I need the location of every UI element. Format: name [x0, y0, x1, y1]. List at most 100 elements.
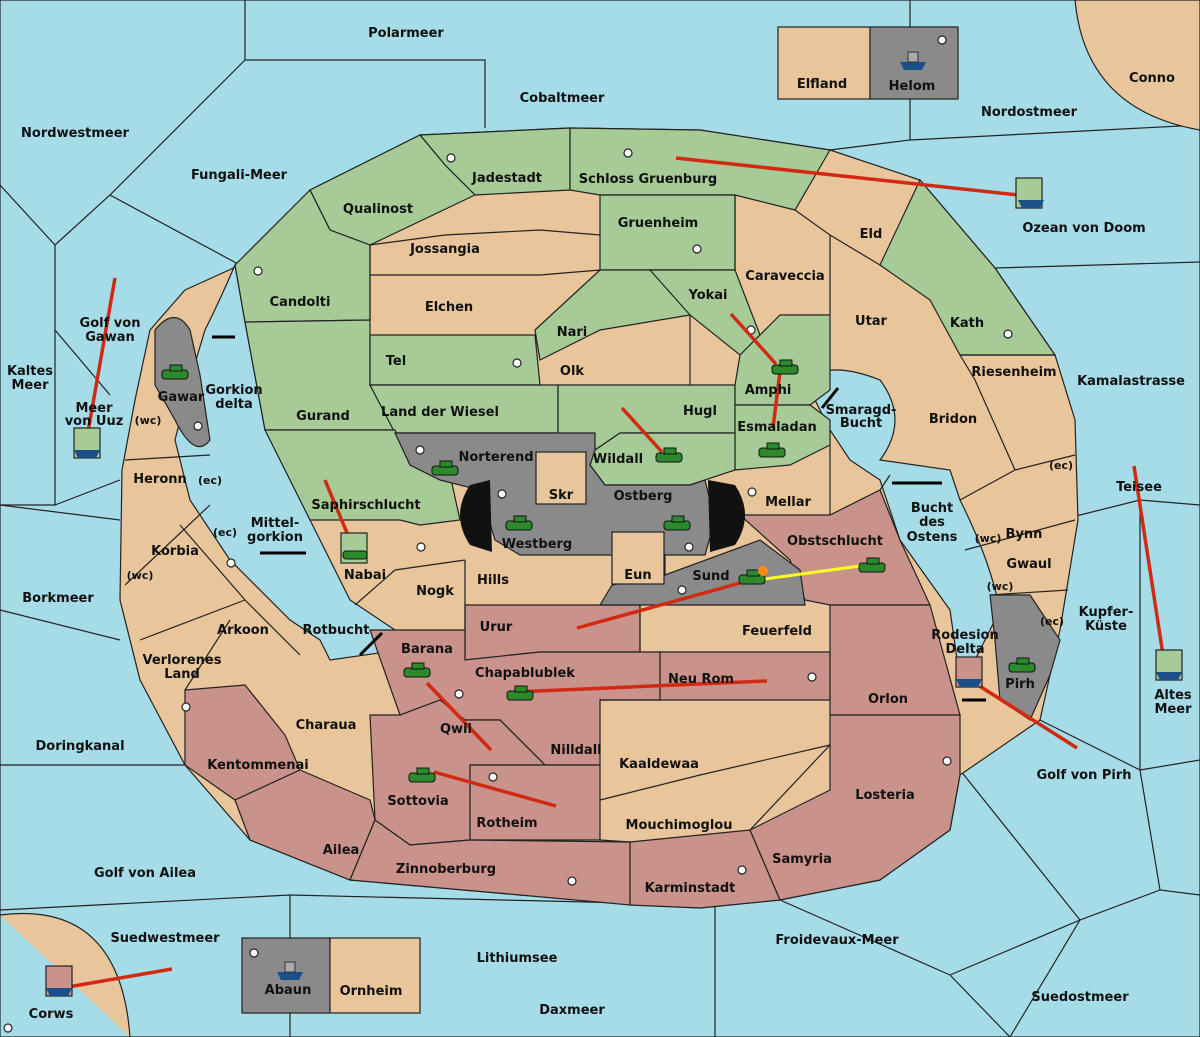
orders: [67, 156, 1165, 989]
label-uuz-1: Meer: [76, 401, 114, 416]
army-sund: [738, 566, 768, 585]
label-nogk: Nogk: [416, 584, 454, 599]
army-amphi: [771, 359, 799, 375]
label-bynn: Bynn: [1006, 527, 1043, 542]
label-qualinost: Qualinost: [343, 202, 413, 217]
coast-wc-gwaul: (wc): [987, 580, 1014, 593]
label-amphi: Amphi: [745, 383, 792, 398]
label-verlorenes-2: Land: [164, 667, 200, 682]
fleet-abaun: [277, 961, 303, 980]
label-gawar: Gawar: [158, 390, 205, 405]
label-neu-rom: Neu Rom: [668, 672, 734, 687]
label-kath: Kath: [950, 316, 984, 331]
label-wildall: Wildall: [593, 452, 643, 467]
army-obstschlucht: [858, 557, 886, 573]
fleet-uuz: [73, 427, 101, 459]
label-barana: Barana: [401, 642, 453, 657]
coast-wc-gawar: (wc): [135, 414, 162, 427]
units: [45, 51, 1183, 997]
label-kentommenai: Kentommenai: [207, 758, 308, 773]
label-hills: Hills: [477, 573, 509, 588]
label-nordostmeer: Nordostmeer: [981, 105, 1078, 120]
label-sund: Sund: [692, 569, 729, 584]
label-mittel-2: gorkion: [247, 530, 303, 545]
label-urur: Urur: [480, 620, 513, 635]
label-obstschlucht: Obstschlucht: [787, 534, 883, 549]
label-losteria: Losteria: [855, 788, 915, 803]
army-barana: [403, 662, 431, 678]
label-bucht-3: Ostens: [907, 530, 958, 545]
continent: [119, 127, 1079, 909]
label-tel: Tel: [386, 354, 406, 369]
army-pirh: [1008, 657, 1036, 673]
label-abaun: Abaun: [265, 983, 312, 998]
coast-tags: (wc) (ec) (ec) (wc) (ec) (wc) (wc) (ec): [127, 414, 1073, 628]
label-smaragd-1: Smaragd-: [826, 403, 897, 418]
label-golf-pirh: Golf von Pirh: [1036, 768, 1131, 783]
label-kupfer-2: Küste: [1085, 619, 1127, 634]
label-eld: Eld: [860, 227, 883, 242]
label-golf-gawan-2: Gawan: [85, 330, 134, 345]
label-schloss: Schloss Gruenburg: [579, 172, 717, 187]
label-karminstadt: Karminstadt: [645, 881, 736, 896]
label-charaua: Charaua: [296, 718, 357, 733]
label-ailea: Ailea: [323, 843, 360, 858]
label-kaaldewaa: Kaaldewaa: [619, 757, 699, 772]
label-conno: Conno: [1129, 71, 1175, 86]
army-gawar: [161, 364, 189, 380]
region-labels: Polarmeer Cobaltmeer Elfland Helom Conno…: [7, 26, 1192, 1022]
label-corws: Corws: [29, 1007, 74, 1022]
label-mouchimoglou: Mouchimoglou: [626, 818, 733, 833]
label-pirh: Pirh: [1005, 677, 1035, 692]
label-ostberg: Ostberg: [614, 489, 673, 504]
label-heronn: Heronn: [133, 472, 187, 487]
label-rodesion-1: Rodesion: [931, 628, 998, 643]
label-gurand: Gurand: [296, 409, 350, 424]
label-eun: Eun: [624, 568, 651, 583]
army-westberg: [505, 515, 533, 531]
supply-centers: [3, 35, 1013, 1033]
label-kaltes-1: Kaltes: [7, 364, 53, 379]
label-uuz-2: von Uuz: [65, 414, 124, 429]
label-cobaltmeer: Cobaltmeer: [520, 91, 605, 106]
label-helom: Helom: [889, 79, 936, 94]
fleet-helom: [900, 51, 926, 70]
label-bucht-2: des: [919, 515, 945, 530]
label-golf-gawan-1: Golf von: [80, 316, 141, 331]
army-esmaladan: [758, 442, 786, 458]
label-gruenheim: Gruenheim: [618, 216, 698, 231]
label-kamalastrasse: Kamalastrasse: [1077, 374, 1185, 389]
army-ostberg: [663, 515, 691, 531]
label-caraveccia: Caraveccia: [745, 269, 824, 284]
label-altes-1: Altes: [1154, 688, 1192, 703]
label-hugl: Hugl: [683, 404, 717, 419]
label-feuerfeld: Feuerfeld: [742, 624, 812, 639]
label-bucht-1: Bucht: [911, 501, 953, 516]
label-olk: Olk: [560, 364, 585, 379]
fleet-ozean: [1015, 177, 1044, 209]
label-chapablublek: Chapablublek: [475, 666, 575, 681]
label-kupfer-1: Kupfer-: [1079, 605, 1134, 620]
label-polarmeer: Polarmeer: [368, 26, 444, 41]
label-land-wiesel: Land der Wiesel: [381, 405, 499, 420]
label-golf-ailea: Golf von Ailea: [94, 866, 196, 881]
label-nari: Nari: [557, 325, 588, 340]
coast-ec-pirh: (ec): [1040, 615, 1064, 628]
label-kaltes-2: Meer: [12, 378, 50, 393]
coast-wc-bynn: (wc): [975, 532, 1002, 545]
coast-wc-korbia: (wc): [127, 569, 154, 582]
label-riesenheim: Riesenheim: [971, 365, 1056, 380]
label-rodesion-2: Delta: [945, 642, 984, 657]
label-ornheim: Ornheim: [340, 984, 403, 999]
label-jossangia: Jossangia: [409, 242, 480, 257]
label-fungali: Fungali-Meer: [191, 168, 288, 183]
label-westberg: Westberg: [502, 537, 572, 552]
label-korbia: Korbia: [151, 544, 199, 559]
label-qwil: Qwil: [440, 722, 472, 737]
label-esmaladan: Esmaladan: [737, 420, 817, 435]
coast-ec-heronn: (ec): [198, 474, 222, 487]
label-nordwestmeer: Nordwestmeer: [21, 126, 129, 141]
label-froidevaux: Froidevaux-Meer: [775, 933, 899, 948]
label-suedostmeer: Suedostmeer: [1031, 990, 1129, 1005]
